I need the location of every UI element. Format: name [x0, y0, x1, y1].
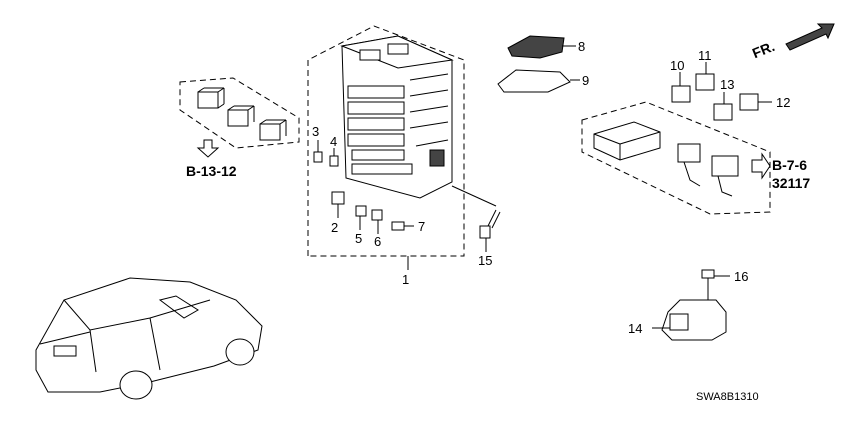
diagram-code: SWA8B1310: [696, 391, 759, 403]
callout-2[interactable]: 2: [331, 220, 338, 235]
relay-part-13: [713, 92, 733, 121]
fuse-part-3: [313, 151, 323, 163]
relay-part-11: [695, 62, 715, 91]
ref-label-left[interactable]: B-13-12: [186, 163, 237, 179]
callout-12[interactable]: 12: [776, 95, 790, 110]
direction-label: FR.: [750, 38, 777, 61]
connector-harness-1: [677, 143, 701, 187]
bracket-part-9: [497, 69, 580, 93]
relay-left-1: [197, 87, 225, 109]
callout-13[interactable]: 13: [720, 77, 734, 92]
front-direction-arrow-icon: [785, 23, 835, 51]
callout-3[interactable]: 3: [312, 124, 319, 139]
callout-10[interactable]: 10: [670, 58, 684, 73]
callout-16[interactable]: 16: [734, 269, 748, 284]
fuse-part-6: [371, 209, 383, 221]
callout-9[interactable]: 9: [582, 73, 589, 88]
callout-6[interactable]: 6: [374, 234, 381, 249]
vehicle-illustration: [35, 277, 263, 400]
callout-15[interactable]: 15: [478, 253, 492, 268]
relay-group-left: B-13-12: [179, 77, 300, 179]
bolt-part-15: [479, 209, 501, 239]
callout-1[interactable]: 1: [402, 272, 409, 287]
relay-part-12: [739, 93, 772, 111]
callout-4[interactable]: 4: [330, 134, 337, 149]
sensor-part-14: [652, 299, 727, 341]
bolt-part-16: [701, 269, 730, 300]
fuse-box-assembly: [307, 25, 501, 270]
connector-block: [593, 121, 661, 161]
connector-group-right: B-7-6 32117: [581, 101, 810, 215]
down-arrow-icon: [196, 139, 220, 158]
callout-7[interactable]: 7: [418, 219, 425, 234]
callout-14[interactable]: 14: [628, 321, 642, 336]
fuse-part-4: [329, 155, 339, 167]
fuse-part-2: [331, 191, 345, 205]
ref-label-right-top[interactable]: B-7-6: [772, 157, 807, 173]
right-arrow-icon: [751, 152, 771, 180]
unit-part-8: [507, 35, 576, 59]
callout-5[interactable]: 5: [355, 231, 362, 246]
ref-label-right-bottom[interactable]: 32117: [772, 175, 810, 191]
relay-left-2: [227, 105, 255, 127]
callout-11[interactable]: 11: [698, 48, 712, 63]
relay-part-10: [671, 72, 691, 103]
fuse-box: [340, 35, 454, 199]
connector-harness-2: [711, 155, 739, 197]
relay-left-3: [259, 119, 287, 141]
fuse-part-5: [355, 205, 367, 217]
callout-8[interactable]: 8: [578, 39, 585, 54]
fuse-part-7: [391, 221, 405, 231]
